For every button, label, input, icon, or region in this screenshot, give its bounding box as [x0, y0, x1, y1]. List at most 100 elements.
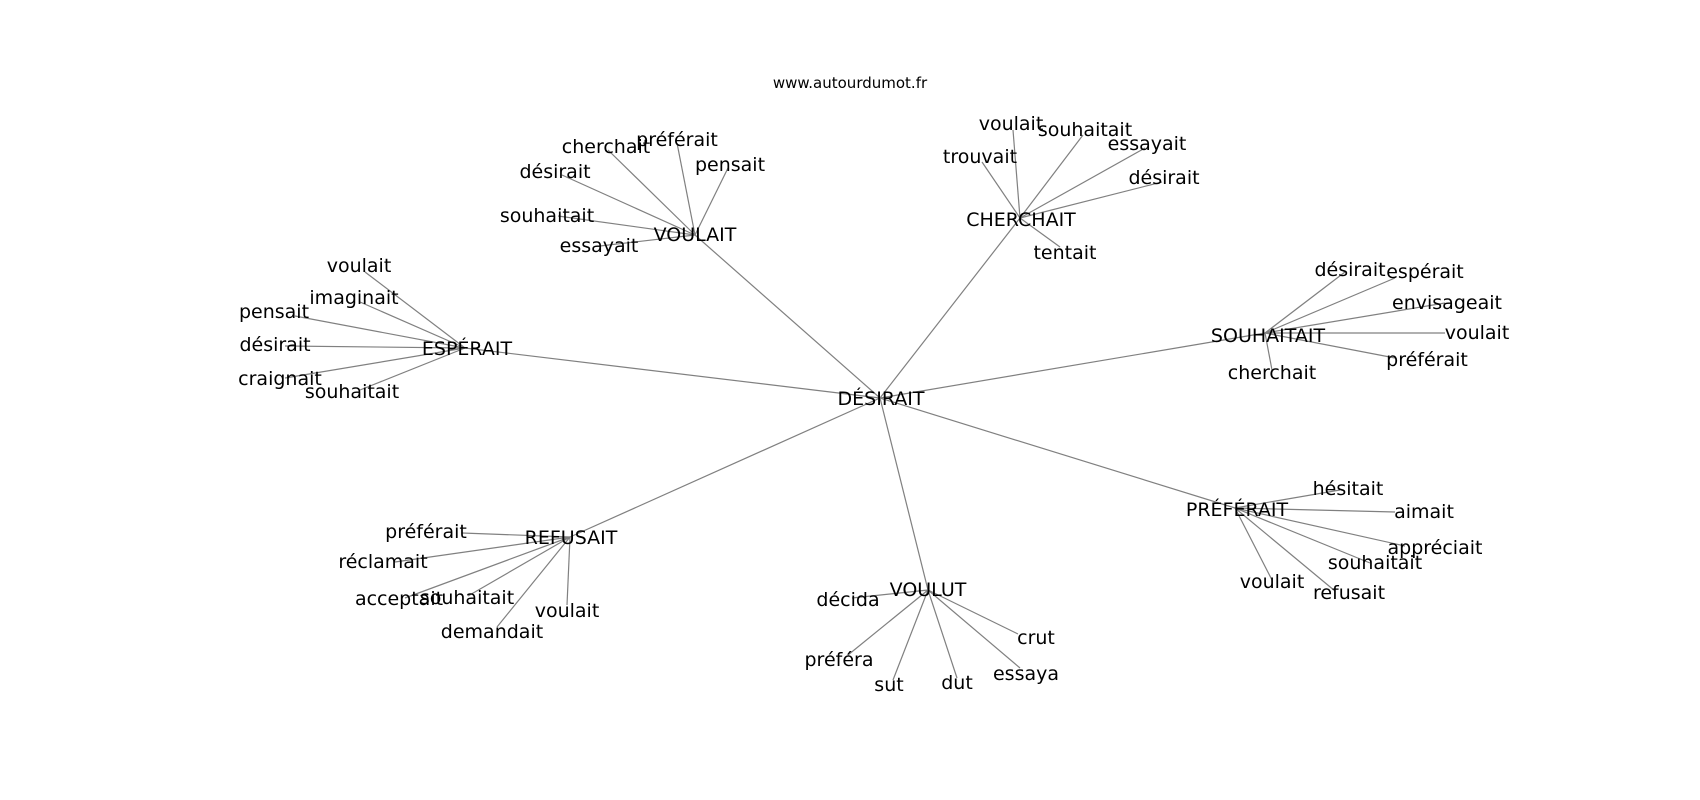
group-word[interactable]: PRÉFÉRAIT	[1186, 498, 1289, 521]
related-word[interactable]: craignait	[238, 368, 322, 390]
related-word[interactable]: souhaitait	[1038, 119, 1132, 141]
related-word[interactable]: appréciait	[1388, 537, 1483, 559]
related-word[interactable]: cherchait	[1228, 362, 1316, 384]
edge-center-preferait	[879, 397, 1236, 509]
related-word[interactable]: décida	[816, 589, 879, 611]
edge	[496, 536, 571, 628]
group-word[interactable]: REFUSAIT	[525, 527, 618, 549]
group-word[interactable]: VOULAIT	[654, 224, 737, 246]
cluster-esperait: voulait imaginait pensait désirait craig…	[238, 255, 512, 403]
related-word[interactable]: souhaitait	[420, 587, 514, 609]
group-word[interactable]: CHERCHAIT	[966, 209, 1076, 231]
edge-center-voulait	[694, 234, 881, 399]
edge-center-souhaitait	[879, 332, 1266, 399]
related-word[interactable]: tentait	[1033, 242, 1096, 264]
group-word[interactable]: SOUHAITAIT	[1211, 325, 1326, 347]
edge	[404, 536, 571, 599]
related-word[interactable]: essayait	[560, 235, 639, 257]
related-word[interactable]: désirait	[519, 161, 590, 183]
edge	[1264, 302, 1446, 334]
cluster-cherchait: voulait souhaitait trouvait essayait dés…	[943, 113, 1200, 264]
related-word[interactable]: préférait	[636, 129, 718, 151]
edge	[1012, 129, 1021, 219]
related-word[interactable]: voulait	[1240, 571, 1305, 593]
related-word[interactable]: essaya	[993, 663, 1059, 685]
edge	[467, 536, 571, 597]
related-word[interactable]: désirait	[1314, 259, 1385, 281]
related-word[interactable]: voulait	[535, 600, 600, 622]
related-word[interactable]: dut	[941, 672, 973, 694]
related-word[interactable]: désirait	[239, 334, 310, 356]
related-word[interactable]: souhaitait	[305, 381, 399, 403]
related-word[interactable]: voulait	[327, 255, 392, 277]
edge	[394, 536, 571, 563]
edge-center-voulut	[879, 397, 929, 591]
related-word[interactable]: crut	[1017, 627, 1055, 649]
related-word[interactable]: acceptait	[355, 588, 443, 610]
related-word[interactable]: souhaitait	[500, 205, 594, 227]
related-word[interactable]: aimait	[1394, 501, 1454, 523]
related-word[interactable]: pensait	[239, 301, 309, 323]
edge	[1019, 134, 1084, 219]
edge	[927, 589, 1021, 669]
edge	[676, 142, 696, 236]
related-word[interactable]: espérait	[1386, 261, 1464, 283]
related-word[interactable]: préférait	[1386, 349, 1468, 371]
edge-center-cherchait	[879, 217, 1021, 399]
edge	[557, 215, 696, 236]
related-word[interactable]: réclamait	[338, 551, 427, 573]
edge	[1019, 217, 1061, 248]
edge	[284, 347, 466, 379]
edge	[359, 347, 466, 391]
related-word[interactable]: essayait	[1108, 133, 1187, 155]
edge	[927, 589, 958, 679]
edge	[847, 589, 929, 656]
edge	[1019, 181, 1163, 219]
related-word[interactable]: trouvait	[943, 146, 1017, 168]
edge	[1264, 277, 1396, 334]
edge	[566, 536, 571, 606]
edge	[981, 161, 1021, 219]
cluster-souhaitait: désirait espérait envisageait voulait pr…	[1211, 259, 1509, 384]
edge	[359, 301, 466, 349]
group-word[interactable]: ESPÉRAIT	[422, 337, 513, 360]
edge	[694, 167, 729, 236]
related-word[interactable]: voulait	[1445, 322, 1510, 344]
related-word[interactable]: pensait	[695, 154, 765, 176]
edge	[927, 589, 1019, 635]
related-word[interactable]: cherchait	[562, 136, 650, 158]
edge	[1234, 507, 1336, 592]
edge	[599, 234, 696, 247]
related-word[interactable]: préféra	[805, 649, 874, 671]
edge	[1234, 489, 1341, 509]
edge	[364, 271, 466, 349]
site-url: www.autourdumot.fr	[773, 74, 928, 92]
edge-center-refusait	[569, 397, 881, 538]
edge-center-esperait	[464, 347, 881, 399]
edge	[892, 589, 929, 681]
related-word[interactable]: souhaitait	[1328, 552, 1422, 574]
edge	[1234, 507, 1273, 581]
edge	[1264, 332, 1396, 359]
related-word[interactable]: refusait	[1313, 582, 1385, 604]
group-word[interactable]: VOULUT	[890, 579, 967, 601]
edge	[851, 589, 929, 599]
edge	[1264, 332, 1273, 371]
related-word[interactable]: préférait	[385, 521, 467, 543]
cluster-voulait: préférait cherchait pensait désirait sou…	[500, 129, 765, 257]
related-word[interactable]: voulait	[979, 113, 1044, 135]
cluster-refusait: préférait réclamait acceptait souhaitait…	[338, 521, 617, 643]
related-word[interactable]: désirait	[1128, 167, 1199, 189]
related-word[interactable]: demandait	[441, 621, 543, 643]
edge	[284, 345, 466, 349]
related-word[interactable]: imaginait	[309, 287, 398, 309]
edge	[1234, 507, 1406, 547]
edge	[607, 149, 696, 236]
related-word[interactable]: hésitait	[1313, 478, 1384, 500]
center-word[interactable]: DÉSIRAIT	[838, 387, 925, 410]
edge	[1019, 147, 1146, 219]
related-word[interactable]: sut	[874, 674, 903, 696]
related-word[interactable]: envisageait	[1392, 292, 1502, 314]
cluster-voulut: décida crut préféra essaya sut dut VOULU…	[805, 579, 1060, 696]
